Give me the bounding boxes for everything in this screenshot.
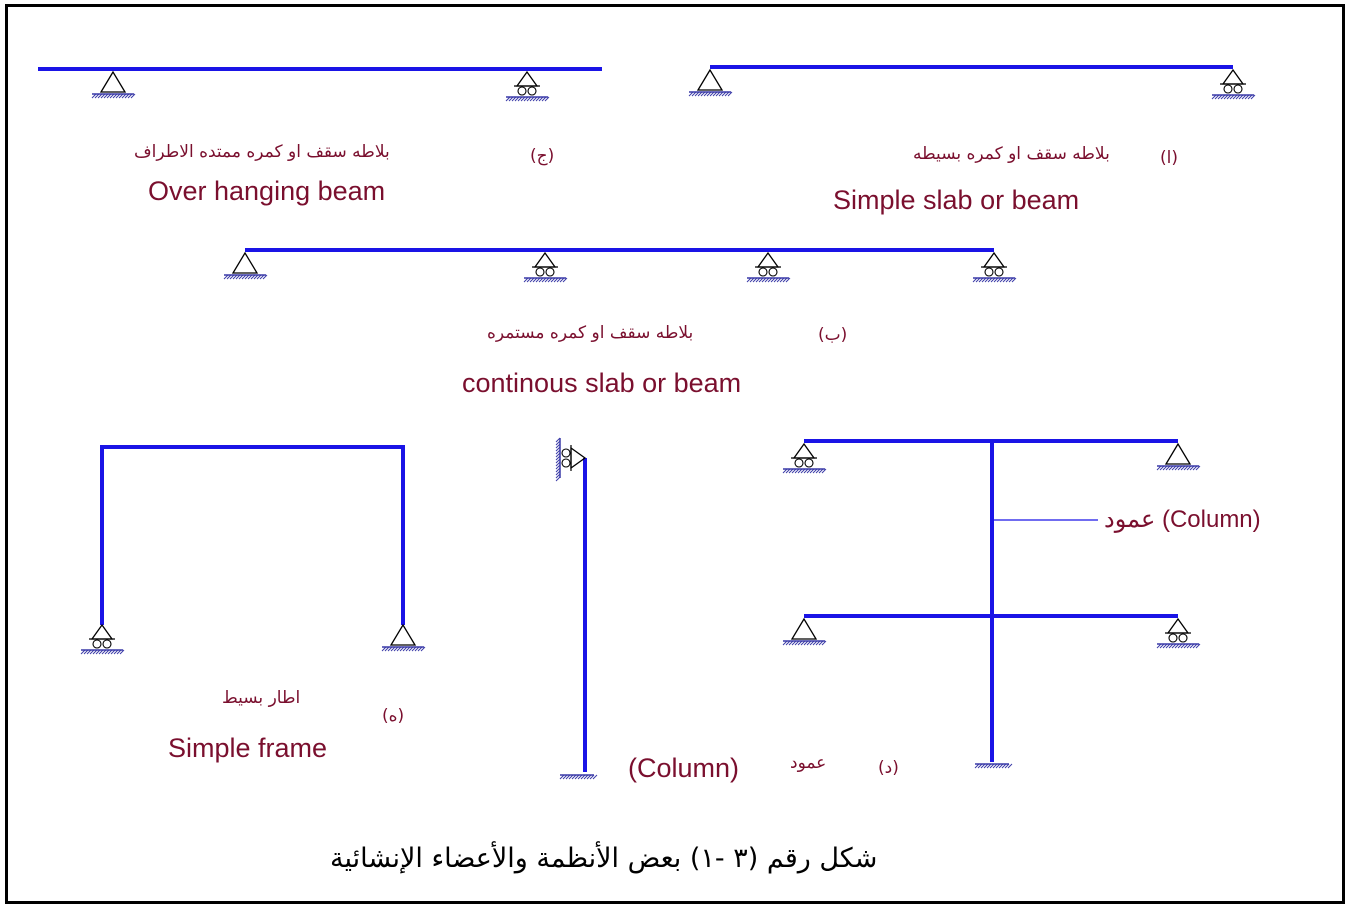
pin-support bbox=[91, 70, 136, 99]
label-j-arabic: بلاطه سقف او كمره ممتده الاطراف bbox=[134, 142, 390, 162]
pin-support bbox=[688, 68, 733, 97]
roller-support bbox=[80, 623, 125, 655]
roller-support bbox=[505, 70, 550, 102]
label-h-english: Simple frame bbox=[168, 733, 328, 763]
roller-support bbox=[746, 251, 791, 283]
label-j-letter: (ج) bbox=[530, 146, 555, 166]
roller-support bbox=[1156, 617, 1201, 649]
multi-level-frame bbox=[804, 439, 1178, 762]
frame-member bbox=[100, 445, 405, 625]
pin-support bbox=[223, 251, 268, 280]
label-h-letter: (ه) bbox=[382, 706, 405, 726]
label-d-letter: (د) bbox=[878, 758, 899, 778]
fixed-support bbox=[974, 763, 1013, 769]
figure-caption: شكل رقم (٣ -١) بعض الأنظمة والأعضاء الإن… bbox=[330, 843, 878, 874]
pin-support bbox=[782, 617, 827, 646]
label-a-arabic: بلاطه سقف او كمره بسيطه bbox=[913, 144, 1110, 164]
pin-support bbox=[381, 623, 426, 652]
pin-support bbox=[1156, 442, 1201, 471]
label-h-arabic: اطار بسيط bbox=[222, 688, 301, 708]
label-b-arabic: بلاطه سقف او كمره مستمره bbox=[487, 323, 694, 343]
simple-frame bbox=[100, 445, 405, 625]
roller-wall-support bbox=[555, 437, 587, 482]
label-d-english: (Column) bbox=[628, 753, 740, 783]
roller-support bbox=[972, 251, 1017, 283]
label-b-english: continous slab or beam bbox=[462, 368, 742, 398]
figure-frame bbox=[5, 4, 1345, 904]
label-d-arabic: عمود bbox=[790, 753, 827, 773]
label-j-english: Over hanging beam bbox=[148, 176, 386, 206]
label-b-letter: (ب) bbox=[818, 325, 848, 345]
supports bbox=[80, 68, 1256, 780]
label-a-english: Simple slab or beam bbox=[833, 185, 1080, 215]
column-callout-label: (Column) عمود bbox=[1104, 506, 1261, 533]
label-a-letter: (ا) bbox=[1160, 148, 1178, 168]
roller-support bbox=[782, 442, 827, 474]
fixed-support bbox=[559, 774, 598, 780]
roller-support bbox=[1211, 68, 1256, 100]
roller-support bbox=[523, 251, 568, 283]
